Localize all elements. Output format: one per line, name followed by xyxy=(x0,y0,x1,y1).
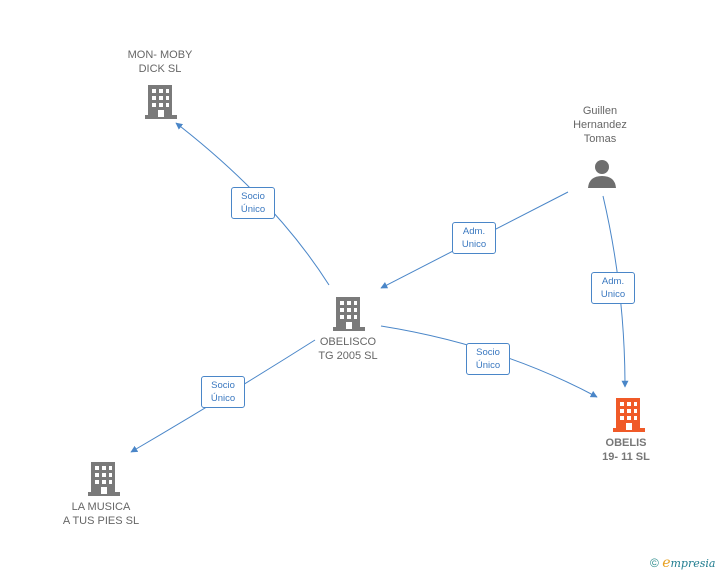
edge-label-obelisco-mon-moby[interactable]: Socio Único xyxy=(231,187,275,219)
brand-logo-text: mpresia xyxy=(670,557,716,570)
node-label-guillen: Guillen Hernandez Tomas xyxy=(573,105,627,145)
node-label-obelisco: OBELISCO TG 2005 SL xyxy=(318,336,378,362)
building-icon[interactable] xyxy=(145,83,177,119)
building-icon[interactable] xyxy=(88,460,120,496)
node-label-mon-moby: MON- MOBY DICK SL xyxy=(127,49,193,75)
node-label-la-musica: LA MUSICA A TUS PIES SL xyxy=(62,501,140,527)
node-label-obelis: OBELIS 19- 11 SL xyxy=(602,437,650,463)
edge-label-guillen-obelis[interactable]: Adm. Unico xyxy=(591,272,635,304)
footer-brand: © empresia xyxy=(650,555,715,571)
copyright-symbol: © xyxy=(650,556,659,570)
edge-label-guillen-obelisco[interactable]: Adm. Unico xyxy=(452,222,496,254)
brand-logo-e: e xyxy=(662,555,671,571)
edge-label-obelisco-obelis[interactable]: Socio Único xyxy=(466,343,510,375)
building-icon[interactable] xyxy=(613,396,645,432)
building-icon[interactable] xyxy=(333,295,365,331)
person-icon[interactable] xyxy=(586,157,618,189)
edge-label-obelisco-la-musica[interactable]: Socio Único xyxy=(201,376,245,408)
